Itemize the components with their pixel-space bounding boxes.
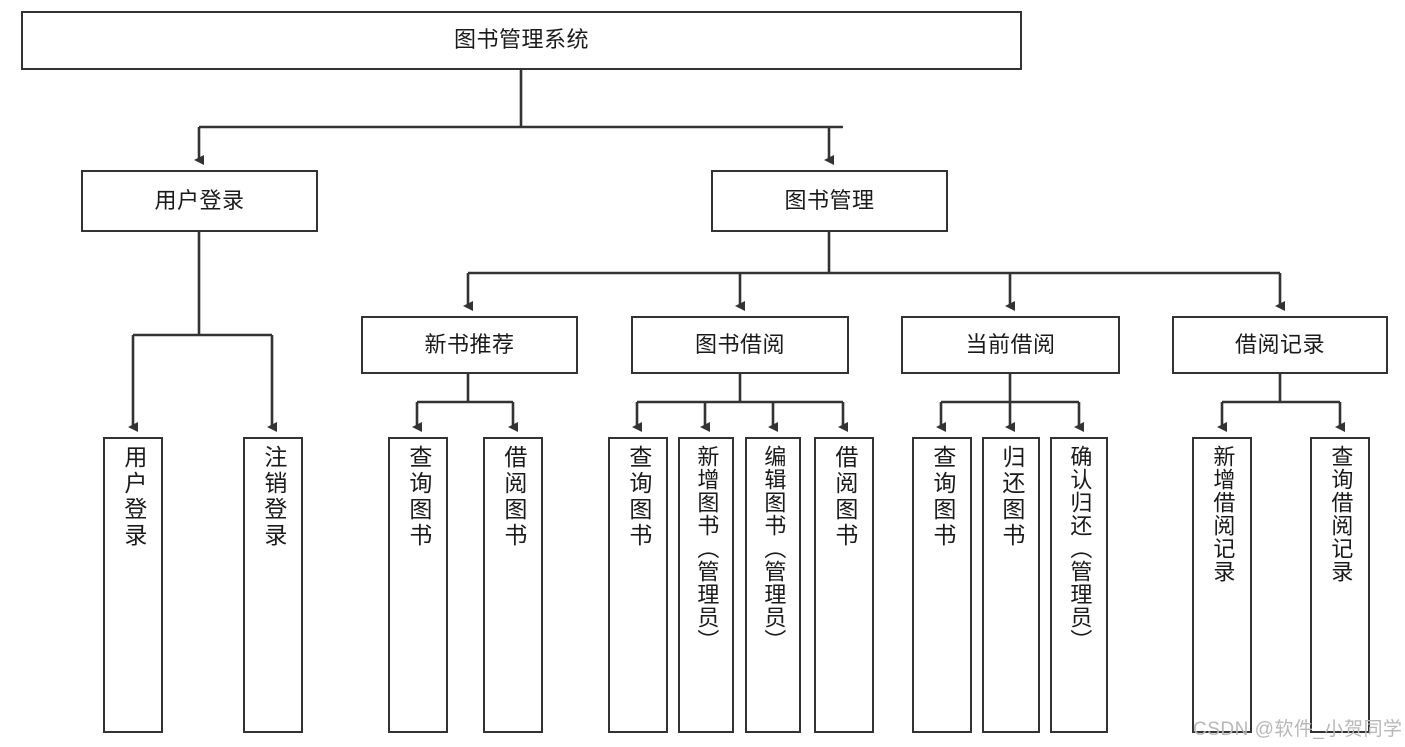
node-label: 图书管理系统 xyxy=(453,27,589,53)
leaf-book-borrow-edit-book-admin[interactable]: 编辑图书（管理员） xyxy=(745,437,801,733)
node-book-management[interactable]: 图书管理 xyxy=(711,170,948,232)
node-label: 查询借阅记录 xyxy=(1328,445,1354,583)
csdn-watermark: CSDN @软件_小贺同学 xyxy=(1193,719,1403,740)
leaf-book-borrow-query-book[interactable]: 查询图书 xyxy=(608,437,668,733)
node-label: 新书推荐 xyxy=(424,331,515,357)
node-label: 确认归还（管理员） xyxy=(1067,445,1093,652)
leaf-borrow-record-query-record[interactable]: 查询借阅记录 xyxy=(1310,437,1370,733)
node-label: 用户登录 xyxy=(120,445,147,549)
node-label: 图书借阅 xyxy=(694,331,785,357)
node-label: 当前借阅 xyxy=(965,331,1056,357)
node-label: 查询图书 xyxy=(625,445,652,549)
node-label: 查询图书 xyxy=(929,445,956,549)
node-label: 编辑图书（管理员） xyxy=(761,445,787,652)
leaf-current-borrow-confirm-return-admin[interactable]: 确认归还（管理员） xyxy=(1050,437,1108,733)
leaf-new-book-borrow-book[interactable]: 借阅图书 xyxy=(483,437,543,733)
leaf-book-borrow-add-book-admin[interactable]: 新增图书（管理员） xyxy=(678,437,734,733)
node-label: 借阅图书 xyxy=(831,445,858,549)
leaf-new-book-query-book[interactable]: 查询图书 xyxy=(388,437,448,733)
node-label: 用户登录 xyxy=(154,187,245,213)
node-label: 新增借阅记录 xyxy=(1210,445,1236,583)
leaf-user-login-login[interactable]: 用户登录 xyxy=(103,437,163,733)
leaf-borrow-record-add-record[interactable]: 新增借阅记录 xyxy=(1192,437,1252,733)
node-label: 借阅记录 xyxy=(1234,331,1325,357)
leaf-book-borrow-borrow-book[interactable]: 借阅图书 xyxy=(814,437,874,733)
node-label: 新增图书（管理员） xyxy=(694,445,720,652)
node-label: 查询图书 xyxy=(405,445,432,549)
node-new-book-recommend[interactable]: 新书推荐 xyxy=(361,316,578,374)
node-user-login[interactable]: 用户登录 xyxy=(81,170,318,232)
node-book-borrow[interactable]: 图书借阅 xyxy=(631,316,849,374)
node-borrow-record[interactable]: 借阅记录 xyxy=(1172,316,1388,374)
node-label: 注销登录 xyxy=(260,445,287,549)
leaf-current-borrow-query-book[interactable]: 查询图书 xyxy=(912,437,972,733)
leaf-user-login-logout[interactable]: 注销登录 xyxy=(243,437,303,733)
leaf-current-borrow-return-book[interactable]: 归还图书 xyxy=(982,437,1040,733)
node-label: 图书管理 xyxy=(784,187,875,213)
node-label: 归还图书 xyxy=(998,445,1025,549)
node-root-book-management-system[interactable]: 图书管理系统 xyxy=(21,11,1022,70)
node-current-borrow[interactable]: 当前借阅 xyxy=(901,316,1120,374)
node-label: 借阅图书 xyxy=(500,445,527,549)
